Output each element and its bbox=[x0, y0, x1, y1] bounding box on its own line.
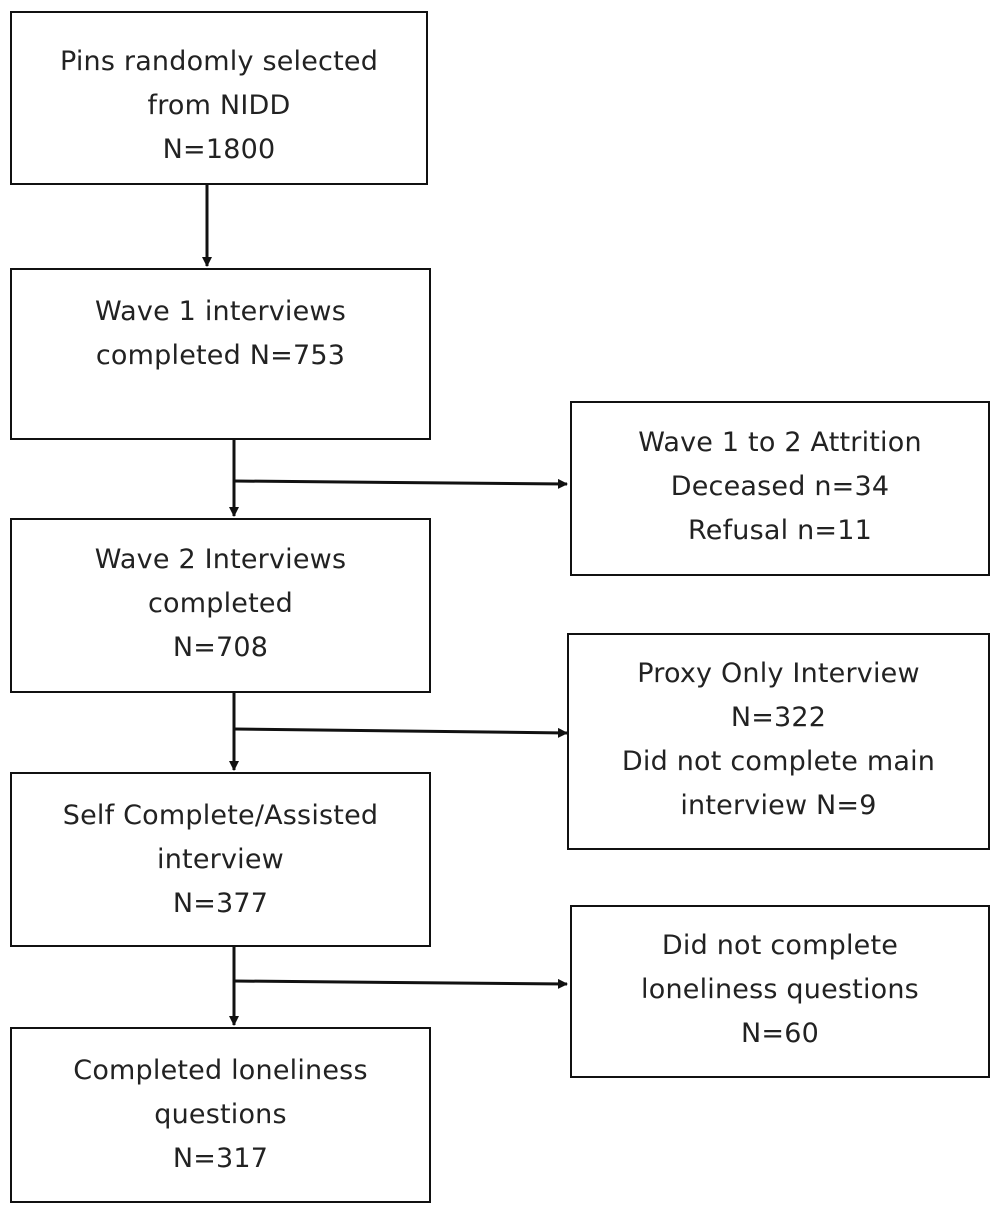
box-text-line: Did not complete main bbox=[621, 746, 936, 777]
box-text-line: from NIDD bbox=[147, 90, 291, 121]
box-text-line: N=377 bbox=[172, 888, 269, 919]
arrow-to-not-complete bbox=[233, 978, 568, 989]
box-text-line: Wave 2 Interviews bbox=[94, 544, 347, 575]
box-text-line: Wave 1 to 2 Attrition bbox=[638, 427, 922, 458]
box-text-line: completed bbox=[147, 588, 294, 619]
box-did-not-complete: Did not complete loneliness questions N=… bbox=[570, 905, 990, 1078]
arrow-to-attrition bbox=[233, 478, 568, 489]
box-text-line: Refusal n=11 bbox=[688, 515, 872, 546]
box-text-line: Pins randomly selected bbox=[59, 46, 379, 77]
box-text-line: completed N=753 bbox=[95, 340, 346, 371]
box-text-line: N=322 bbox=[730, 702, 827, 733]
box-wave2-completed: Wave 2 Interviews completed N=708 bbox=[10, 518, 431, 693]
box-pins-selected: Pins randomly selected from NIDD N=1800 bbox=[10, 11, 428, 185]
arrow-to-proxy bbox=[233, 727, 568, 738]
box-text-line: interview bbox=[157, 844, 284, 875]
box-text-line: N=708 bbox=[172, 632, 269, 663]
box-proxy-only: Proxy Only Interview N=322 Did not compl… bbox=[567, 633, 990, 850]
box-text-line: N=317 bbox=[172, 1143, 269, 1174]
box-text-line: questions bbox=[154, 1099, 287, 1130]
box-text-line: Self Complete/Assisted bbox=[62, 800, 379, 831]
box-text-line: Deceased n=34 bbox=[670, 471, 890, 502]
box-text-line: Completed loneliness bbox=[73, 1055, 368, 1086]
box-text-line: Proxy Only Interview bbox=[637, 658, 920, 689]
box-text-line: Wave 1 interviews bbox=[94, 296, 346, 327]
box-text-line: N=1800 bbox=[162, 134, 276, 165]
box-text-line: loneliness questions bbox=[641, 974, 919, 1005]
box-attrition: Wave 1 to 2 Attrition Deceased n=34 Refu… bbox=[570, 401, 990, 576]
box-text-line: Did not complete bbox=[661, 930, 899, 961]
box-text-line: N=60 bbox=[741, 1018, 819, 1049]
box-wave1-completed: Wave 1 interviews completed N=753 bbox=[10, 268, 431, 440]
box-completed-loneliness: Completed loneliness questions N=317 bbox=[10, 1027, 431, 1203]
box-self-complete: Self Complete/Assisted interview N=377 bbox=[10, 772, 431, 947]
box-text-line: interview N=9 bbox=[680, 790, 877, 821]
